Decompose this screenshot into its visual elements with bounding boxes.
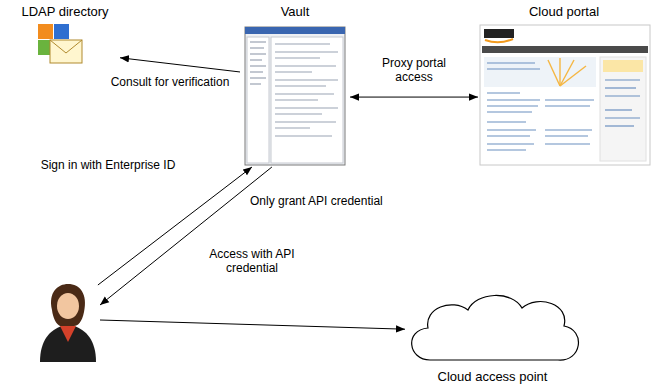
portal-page: Cloud portal [478,4,650,167]
hair [51,284,85,326]
cloud-node: Cloud access point [405,295,580,385]
node-label: Vault [279,4,312,20]
cloud-shape [412,295,579,360]
nav-bar [482,46,648,53]
portal-screenshot [480,25,650,165]
vault-window: Vault [240,4,350,167]
directory-icon: LDAP directory [10,4,120,68]
node-label: Cloud access point [436,369,550,385]
window-frame [245,27,345,165]
edge-label: Consult for verification [109,75,232,89]
side-pane [247,37,269,163]
arrow-connector [100,320,405,329]
person-figure [40,284,96,362]
icon-tile [38,24,53,39]
mail-icon [38,24,82,63]
user-figure [30,285,100,365]
node-label: Cloud portal [527,4,601,20]
node-label: LDAP directory [19,4,110,20]
text-lines [250,42,338,136]
main-pane [271,37,343,163]
envelope [50,40,82,63]
logo [484,29,514,38]
banner-rays [548,58,586,86]
text-lines [487,63,640,150]
edge-label: Only grant API credential [248,194,385,208]
vault-screenshot [245,27,345,165]
arrow-connector [120,58,240,72]
arrow-connector [100,167,272,305]
icon-tile [54,24,69,39]
face [57,293,79,319]
edge-label: Proxy portal access [364,56,464,85]
banner [484,57,596,87]
signup-box [603,60,643,72]
jacket [40,326,96,362]
envelope-flap [50,40,82,53]
side-column [600,57,646,161]
arrow-connector [350,97,478,98]
edge-label: Sign in with Enterprise ID [39,158,178,172]
collar [60,326,76,342]
edge-label: Access with API credential [194,247,310,276]
logo-smile [485,39,513,42]
page-frame [480,25,650,165]
title-bar [245,27,345,34]
